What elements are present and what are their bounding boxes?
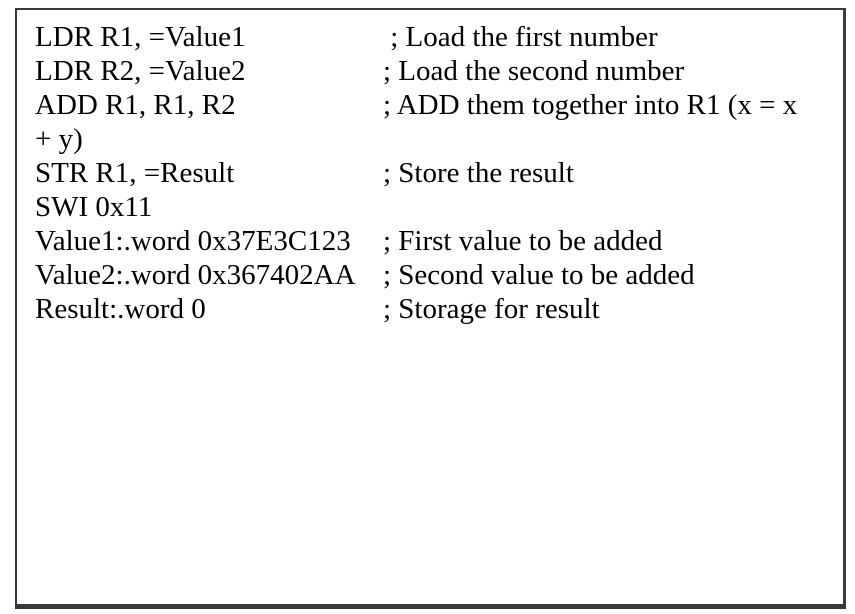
comment-text: ; Store the result	[383, 157, 574, 189]
instruction-text: STR R1, =Result	[35, 157, 235, 189]
instruction-text: + y)	[35, 123, 83, 155]
code-line: LDR R1, =Value1 ; Load the first number	[35, 20, 835, 54]
comment-text: ; ADD them together into R1 (x = x	[383, 89, 798, 121]
comment-text: ; First value to be added	[383, 225, 663, 257]
instruction-text: ADD R1, R1, R2	[35, 89, 236, 121]
code-line-wrap: + y)	[35, 122, 835, 156]
instruction-text: LDR R2, =Value2	[35, 55, 246, 87]
code-line: Result:.word 0 ; Storage for result	[35, 292, 835, 326]
instruction-text: Value1:.word 0x37E3C123	[35, 225, 351, 257]
instruction-text: Value2:.word 0x367402AA	[35, 259, 356, 291]
code-line: STR R1, =Result ; Store the result	[35, 156, 835, 190]
code-line: SWI 0x11	[35, 190, 835, 224]
assembly-code-box: LDR R1, =Value1 ; Load the first number …	[15, 8, 846, 609]
comment-text: ; Storage for result	[383, 293, 600, 325]
code-line: LDR R2, =Value2 ; Load the second number	[35, 54, 835, 88]
code-line: Value1:.word 0x37E3C123 ; First value to…	[35, 224, 835, 258]
instruction-text: Result:.word 0	[35, 293, 206, 325]
comment-text: ; Second value to be added	[383, 259, 695, 291]
code-line: Value2:.word 0x367402AA ; Second value t…	[35, 258, 835, 292]
instruction-text: SWI 0x11	[35, 191, 153, 223]
instruction-text: LDR R1, =Value1	[35, 21, 246, 53]
code-line: ADD R1, R1, R2 ; ADD them together into …	[35, 88, 835, 122]
comment-text: ; Load the first number	[383, 21, 658, 53]
comment-text: ; Load the second number	[383, 55, 685, 87]
